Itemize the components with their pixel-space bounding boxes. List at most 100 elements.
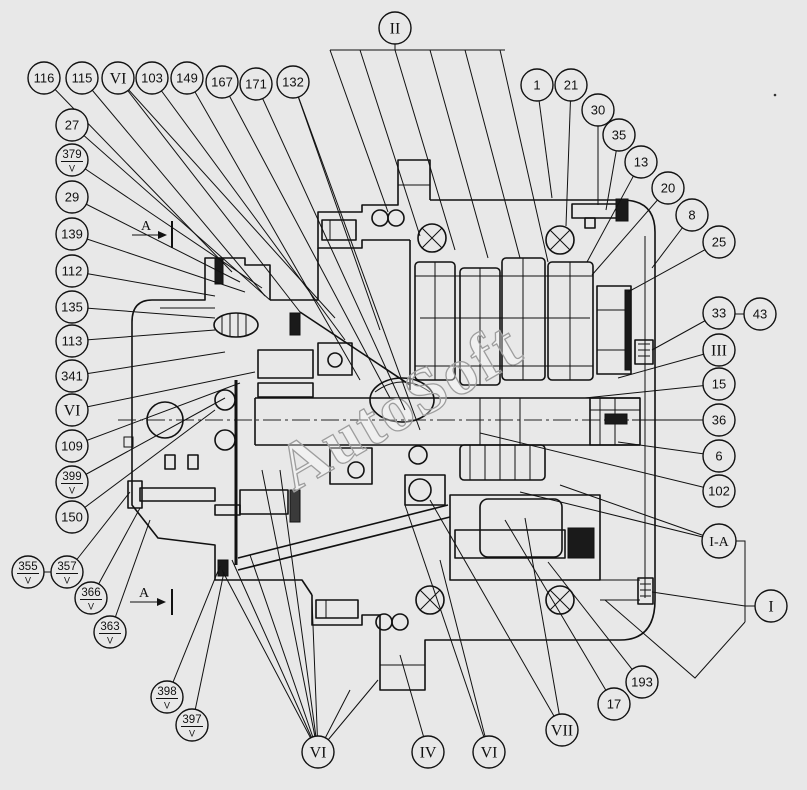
- leader-line: [109, 519, 151, 633]
- callout-label: 36: [712, 413, 726, 428]
- callout-label: 35: [612, 128, 626, 143]
- leader-line: [479, 432, 720, 492]
- callout-circle: [702, 403, 736, 437]
- callout-label: 115: [72, 71, 93, 86]
- callout-label: 150: [61, 510, 83, 525]
- leader-line: [71, 270, 216, 297]
- callout-label: 29: [65, 190, 79, 205]
- spring-coils: [221, 313, 247, 337]
- leader-line: [565, 84, 572, 227]
- right-housing-wall: [445, 199, 656, 641]
- small-gear: [404, 474, 446, 506]
- callout-21: 21: [554, 68, 588, 102]
- small-gear-hub: [408, 478, 432, 502]
- callout-label: 139: [61, 227, 83, 242]
- callout-20: 20: [651, 171, 685, 205]
- callout-139: 139: [55, 217, 89, 251]
- callout-circle: [702, 367, 736, 401]
- leader-line: [584, 383, 720, 399]
- callout-circle: [702, 474, 736, 508]
- callout-circle: [472, 735, 506, 769]
- swash-oval: [369, 377, 435, 423]
- bearings: [371, 209, 575, 631]
- leader-line: [519, 491, 720, 542]
- callout-label: 109: [61, 439, 83, 454]
- flange-shaft: [139, 487, 216, 502]
- callout-number: 398: [157, 686, 176, 698]
- leader-line: [221, 469, 379, 753]
- gear-pack: [414, 257, 632, 386]
- callout-label: 33: [712, 306, 726, 321]
- callout-label: II: [390, 21, 401, 38]
- callout-mark: V: [189, 729, 195, 739]
- leader-line: [292, 81, 421, 431]
- callout-15: 15: [702, 367, 736, 401]
- callout-label: 27: [65, 118, 79, 133]
- upper-diagonal: [299, 311, 411, 386]
- callout-circle: [624, 145, 658, 179]
- callout-150: 150: [55, 500, 89, 534]
- port-slot: [164, 454, 176, 470]
- bearing-icon: [415, 585, 445, 615]
- callout-149: 149: [170, 61, 204, 95]
- side-plug: [634, 339, 654, 365]
- section-letter: A: [139, 586, 150, 601]
- hub-seal: [624, 289, 632, 371]
- callout-103: 103: [135, 61, 169, 95]
- arrow-right-icon: [158, 231, 167, 239]
- callout-circle: [101, 61, 135, 95]
- side-plug-thread: [638, 343, 650, 357]
- callout-circle: [545, 713, 579, 747]
- callout-number: 357: [57, 561, 76, 573]
- callout-circle: [205, 65, 239, 99]
- callout-mark: V: [69, 164, 75, 174]
- callout-assembly-ii: II: [378, 11, 412, 45]
- callout-circle: [301, 735, 335, 769]
- callout-circle: [55, 324, 89, 358]
- callout-6: 6: [702, 439, 736, 473]
- leader-line: [221, 81, 391, 399]
- leader-line: [81, 77, 266, 297]
- leader-line: [90, 507, 141, 599]
- callout-label: 30: [591, 103, 605, 118]
- upper-piston: [257, 349, 314, 379]
- callout-number: 397: [182, 714, 201, 726]
- port-slot: [187, 454, 199, 470]
- callout-circle: [702, 225, 736, 259]
- callout-8: 8: [675, 198, 709, 232]
- callout-circle: [50, 555, 84, 589]
- stray-dot: [773, 93, 777, 97]
- main-shaft: [254, 397, 641, 446]
- leader-line: [71, 196, 241, 283]
- callout-iii: III: [702, 333, 736, 367]
- leader-line: [330, 44, 505, 51]
- shaft-grooves: [479, 398, 521, 445]
- callout-i: I: [754, 589, 788, 623]
- callout-113: 113: [55, 324, 89, 358]
- callout-circle: [675, 198, 709, 232]
- callout-vi-bottom-right: VI: [472, 735, 506, 769]
- callout-circle: [378, 11, 412, 45]
- leader-line: [255, 83, 406, 411]
- callout-label: 341: [61, 369, 83, 384]
- lower-diagonal-rod: [237, 504, 451, 571]
- callout-circle: [754, 589, 788, 623]
- lower-flange-bolt: [315, 599, 359, 619]
- callout-25: 25: [702, 225, 736, 259]
- small-bearing-icon: [387, 209, 405, 227]
- callout-label: 6: [715, 449, 722, 464]
- bearing-icon: [417, 223, 447, 253]
- callout-label: 17: [607, 697, 621, 712]
- callout-number: 366: [81, 587, 100, 599]
- leader-line: [66, 491, 131, 573]
- callout-label: 149: [176, 71, 198, 86]
- callout-vi-left: VI: [55, 393, 89, 427]
- leader-line: [547, 561, 643, 683]
- callout-135: 135: [55, 290, 89, 324]
- arrow-right-icon: [157, 598, 166, 606]
